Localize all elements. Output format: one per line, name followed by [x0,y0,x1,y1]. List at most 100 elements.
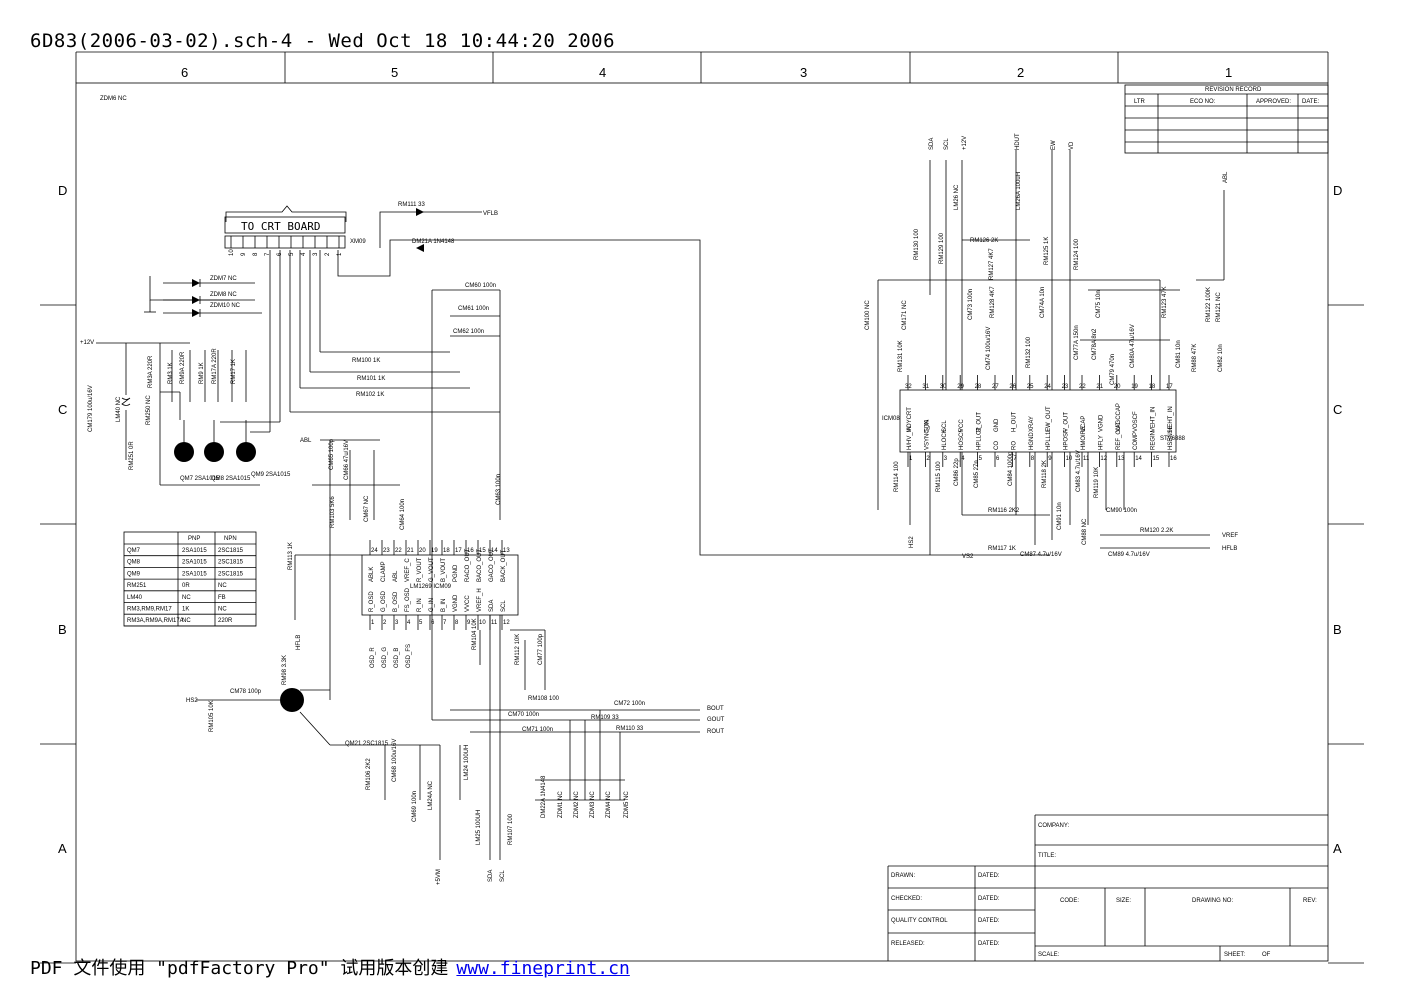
rev-col-approved: APPROVED: [1256,99,1291,105]
component-label: CM171 NC [902,300,908,330]
icr-bot-pin: 3 [944,456,948,462]
component-label: CM62 100n [453,329,484,335]
icr-top-pin: 21 [1096,384,1103,390]
ic-left-ref: LM1269 ICM09 [410,584,452,590]
icr-top-pin: 20 [1114,384,1121,390]
bom-cell: 2SC1815 [218,560,244,566]
icr-pin-name-bot: HPLL1F [1046,428,1052,450]
component-label: RM130 100 [914,228,920,260]
connector-pin-5: 5 [289,252,295,256]
icl-bot-pin: 9 [467,620,471,626]
zone-row-right-D: D [1333,183,1342,198]
component-label: CM63 100n [496,474,502,505]
connector-pin-9: 9 [241,252,247,256]
net-label-left: HFLB [296,635,302,650]
component-label: RM121 NC [1216,292,1222,322]
icr-bot-pin: 1 [909,456,913,462]
net-label-left: ABL [300,438,312,444]
net-label-left: VFLB [483,211,498,217]
footer-text: PDF 文件使用 "pdfFactory Pro" 试用版本创建 [30,958,449,979]
fineprint-link[interactable]: www.fineprint.cn [456,958,630,979]
zone-col-1: 1 [1225,65,1232,80]
icr-bot-pin: 7 [1013,456,1017,462]
component-label: RM122 100K [1206,287,1212,322]
icl-bot-name: B_IN [441,599,447,612]
icr-pin-name-top: H_OUT [1011,411,1017,432]
component-label: RM3A 220R [148,355,154,388]
bom-cell: 2SA1015 [182,560,207,566]
ic-right-ref: ICM08 [882,416,900,422]
net-label-right: SDA [929,138,935,150]
icr-pin-name-top: SCL [942,420,948,432]
icr-top-pin: 23 [1062,384,1069,390]
icl-bot-name: SCL [501,600,507,612]
bom-cell: FB [218,595,226,601]
component-label: CM179 100u/16V [88,385,94,432]
icl-bot-name: SDA [489,600,495,612]
icr-top-pin: 32 [905,384,912,390]
component-label: CM100 NC [865,300,871,330]
tb-title: TITLE: [1038,853,1056,859]
bom-cell: RM251 [127,583,147,589]
bom-cell: 0R [182,583,190,589]
icl-bot-pin: 5 [419,620,423,626]
connector-pin-2: 2 [325,252,331,256]
connector-pin-1: 1 [337,252,343,256]
component-label: ZDM8 NC [210,292,237,298]
tb-dated-1: DATED: [978,873,1000,879]
icr-pin-name-bot: H/HV_IN [907,426,913,450]
icr-top-pin: 17 [1166,384,1173,390]
icl-bot-pin: 3 [395,620,399,626]
component-label: RM17 1K [231,359,237,384]
component-label: CM83 4.7u/16V [1076,450,1082,492]
icl-top-pin: 17 [455,548,462,554]
component-label: CM88 NC [1082,518,1088,545]
icr-pin-name-bot: COMP [1133,432,1139,450]
icl-bot-pin: 12 [503,620,510,626]
connector-ref: XM09 [350,239,366,245]
component-label: CM81 10n [1176,340,1182,368]
icr-pin-name-top: V_OUT [1064,412,1070,432]
icr-pin-name-bot: HMOIRE [1081,426,1087,450]
icl-top-name: ABL [393,570,399,582]
tb-released: RELEASED: [891,941,925,947]
component-label: RM9 1K [199,362,205,384]
bom-cell: QM8 [127,560,141,566]
icl-bot-pin: 1 [371,620,375,626]
icr-top-pin: 26 [1009,384,1016,390]
component-label: LM40 NC [116,396,122,422]
zone-col-6: 6 [181,65,188,80]
net-label-right: HFLB [1222,546,1237,552]
component-label: RM131 10K [898,340,904,372]
ic-right-part: STV6888 [1160,436,1186,442]
component-label: RM251 0R [129,441,135,470]
tb-sheet: SHEET: [1224,952,1245,958]
icr-bot-pin: 5 [979,456,983,462]
icr-pin-name-top: VOYCRT [907,407,913,432]
tb-drawn: DRAWN: [891,873,915,879]
icr-top-pin: 30 [940,384,947,390]
net-label-left: OSD_FS [406,644,412,668]
icr-bot-pin: 2 [926,456,930,462]
icr-top-pin: 22 [1079,384,1086,390]
component-label: ZDM7 NC [210,276,237,282]
component-label: RM125 1K [1044,237,1050,265]
zone-col-2: 2 [1017,65,1024,80]
net-label-left: +5VM [436,869,442,885]
icr-bot-pin: 8 [1031,456,1035,462]
component-label: RM113 1K [288,542,294,570]
component-label: RM107 100 [508,813,514,845]
component-label: LM24 100UH [464,745,470,780]
component-label: QM9 2SA1015 [251,472,291,478]
icr-top-pin: 18 [1149,384,1156,390]
net-label-right: EW [1051,140,1057,150]
bom-cell: QM7 [127,548,141,554]
rev-col-date: DATE: [1302,99,1320,105]
component-label: ZDM4 NC [606,791,612,818]
tb-code: CODE: [1060,898,1079,904]
bom-cell: 1K [182,607,189,613]
icl-bot-pin: 2 [383,620,387,626]
icl-top-name: BACK_OUT [501,549,507,582]
icr-pin-name-top: VGND [1098,414,1104,432]
